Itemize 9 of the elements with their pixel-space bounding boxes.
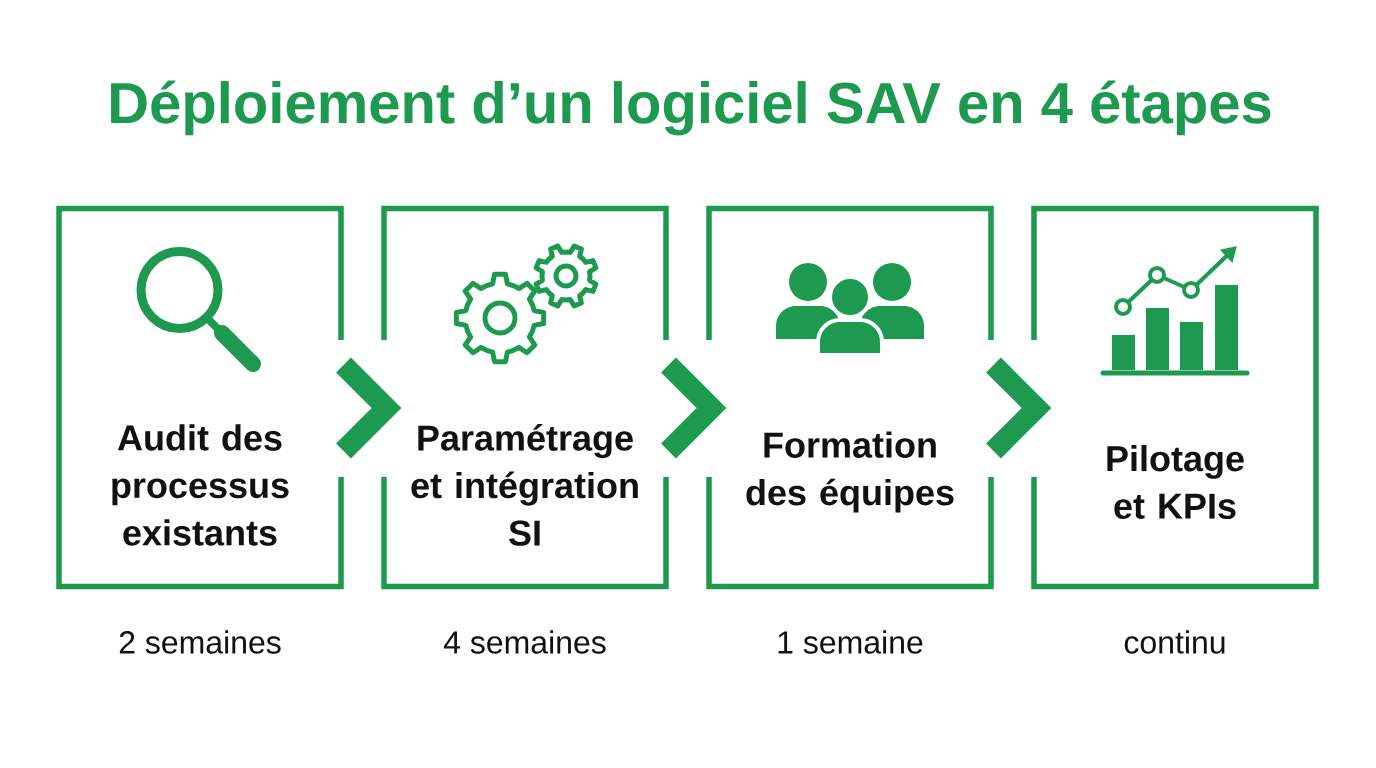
duration-label: 1 semaine	[778, 630, 923, 654]
duration-label: 4 semaines	[443, 630, 606, 654]
step-box: Paramétrage et intégration SI	[381, 205, 669, 590]
step-box: Pilotage et KPIs	[1031, 205, 1319, 590]
duration-label: 2 semaines	[119, 630, 281, 654]
step-box: Audit des processus existants	[56, 205, 344, 590]
step-box: Formation des équipes	[706, 205, 994, 590]
title: Déploiement d’un logiciel SAV en 4 étapes	[111, 80, 1271, 136]
duration-label: continu	[1124, 630, 1225, 654]
